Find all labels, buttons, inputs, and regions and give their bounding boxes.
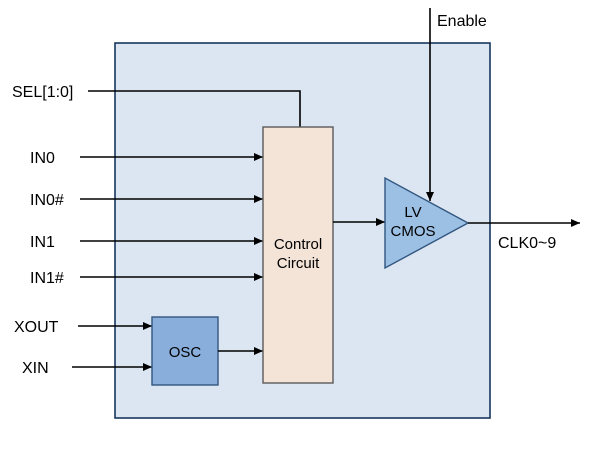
control-circuit-block xyxy=(262,126,334,384)
control-circuit-label-line1: Control xyxy=(274,236,322,253)
sel-wire xyxy=(88,90,301,127)
xin-label: XIN xyxy=(22,360,49,377)
clk-output-label: CLK0~9 xyxy=(498,235,556,252)
lvcmos-label-line2: CMOS xyxy=(391,223,436,240)
enable-label: Enable xyxy=(437,13,487,30)
osc-block xyxy=(151,316,219,386)
control-circuit-label-line2: Circuit xyxy=(277,255,320,272)
in1n-label: IN1# xyxy=(30,270,64,287)
sel-label: SEL[1:0] xyxy=(12,84,73,101)
lvcmos-buffer-triangle xyxy=(384,176,470,270)
lvcmos-label-line1: LV xyxy=(404,204,421,221)
xout-label: XOUT xyxy=(14,319,59,336)
in1-label: IN1 xyxy=(30,234,55,251)
in0n-label: IN0# xyxy=(30,192,64,209)
osc-block-label: OSC xyxy=(169,344,202,361)
in0-label: IN0 xyxy=(30,150,55,167)
